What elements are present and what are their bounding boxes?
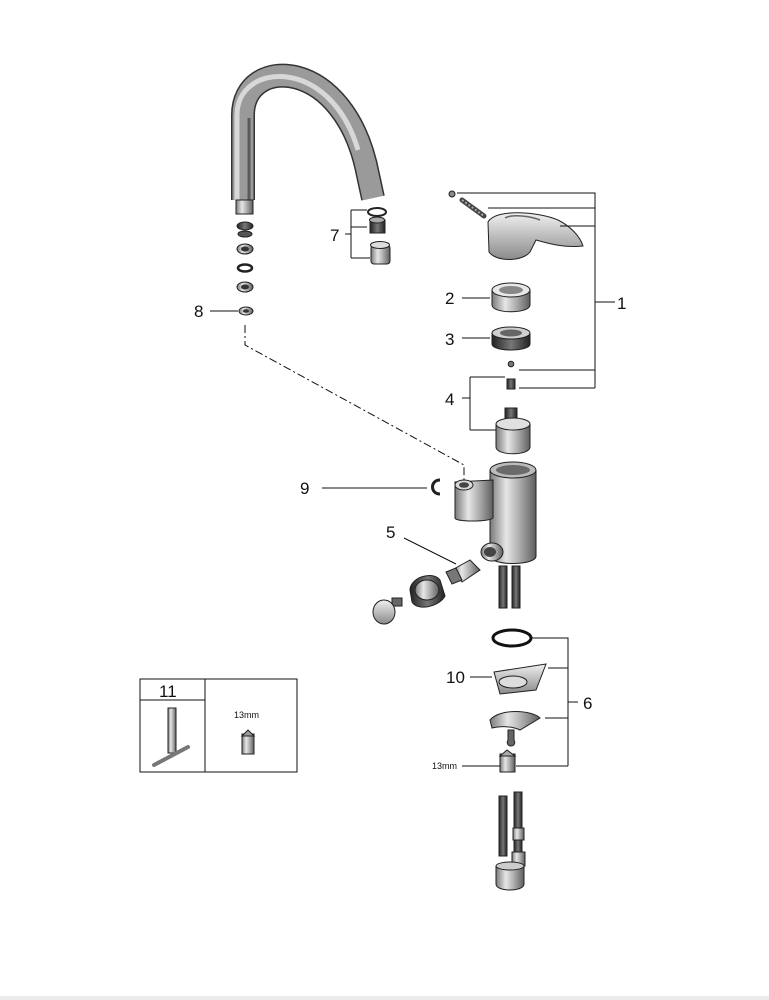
cover-2 [491,282,531,313]
cartridge-4 [495,360,531,455]
aerator-7 [367,207,391,265]
callout-1: 1 [617,294,626,313]
clip-9 [431,478,441,496]
mounting-set-6 [489,628,547,773]
callout-10: 10 [446,668,465,687]
callout-labels: 1 2 3 4 5 6 7 8 9 10 13mm [194,226,626,771]
diverter-5 [372,559,481,625]
key-tool-icon [152,707,190,767]
nut-3 [491,326,531,351]
callout-3: 3 [445,330,454,349]
spout [231,63,385,201]
tool-box-label: 11 [159,682,177,701]
callout-5: 5 [386,523,395,542]
tool-box: 11 13mm [139,678,298,773]
callout-6: 6 [583,694,592,713]
callout-9: 9 [300,479,309,498]
supply-hoses [495,791,526,891]
nut-size-label: 13mm [432,761,457,771]
wrench-size-label: 13mm [234,710,259,720]
callout-7: 7 [330,226,339,245]
leader-lines [210,192,615,767]
faucet-body [454,461,537,609]
bottom-bar [0,996,769,1000]
callout-4: 4 [445,390,454,409]
handle-lever [448,190,584,260]
washer-8 [238,306,254,316]
socket-icon [240,729,256,755]
callout-8: 8 [194,302,203,321]
callout-2: 2 [445,289,454,308]
spout-fittings [235,199,254,293]
